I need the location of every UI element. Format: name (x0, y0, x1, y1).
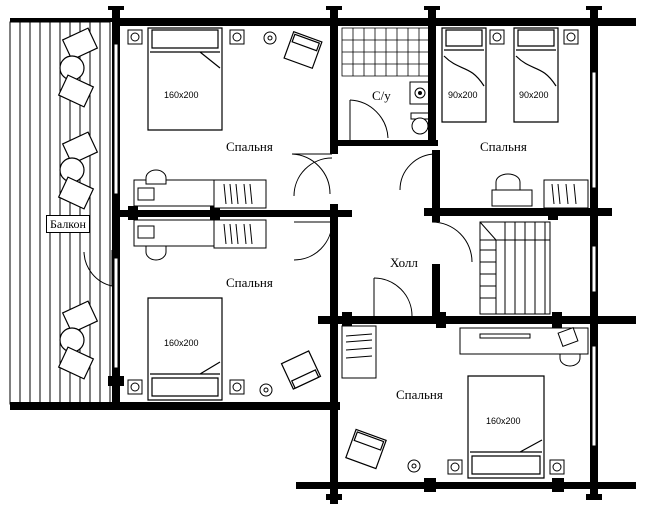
nightstand (128, 380, 244, 394)
bathroom-shower-tiles (342, 28, 432, 76)
armchair (346, 429, 386, 468)
nightstand (128, 30, 244, 44)
room-label-bedroom-top-left: Спальня (226, 139, 273, 154)
balcony-chair (59, 28, 98, 107)
desk-bottom-right (460, 328, 588, 366)
balcony-chair (59, 301, 98, 379)
toilet (411, 113, 429, 135)
single-bed-1 (442, 28, 486, 122)
bed-size-label: 90х200 (448, 90, 478, 100)
staircase (480, 222, 550, 314)
room-label-bedroom-bottom-right: Спальня (396, 387, 443, 402)
wardrobe (214, 220, 266, 248)
armchair (281, 351, 320, 389)
bed-bottom-right (468, 376, 544, 478)
room-label-bathroom: С/у (372, 88, 391, 103)
room-label-balcony: Балкон (46, 215, 90, 233)
desk-top-right (492, 174, 532, 206)
bed-size-label: 90х200 (519, 90, 549, 100)
bed-top-left (148, 28, 222, 130)
armchair (284, 32, 322, 69)
bed-size-label: 160х200 (486, 416, 521, 426)
nightstand (448, 460, 564, 474)
nightstand (490, 30, 578, 44)
doors (84, 100, 472, 316)
wardrobe (544, 180, 588, 208)
desk-top-left (134, 170, 214, 206)
bed-size-label: 160х200 (164, 90, 199, 100)
wardrobe (342, 326, 376, 378)
bed-size-label: 160х200 (164, 338, 199, 348)
desk-middle-left (134, 220, 214, 260)
plant-icon (408, 460, 420, 472)
wardrobe (214, 180, 266, 208)
plant-icon (260, 384, 272, 396)
balcony-chair (59, 132, 98, 209)
sink (410, 82, 430, 104)
single-bed-2 (514, 28, 558, 122)
bed-middle-left (148, 298, 222, 400)
plant-icon (264, 32, 276, 44)
windows (114, 44, 596, 446)
room-label-bedroom-middle-left: Спальня (226, 275, 273, 290)
room-label-bedroom-top-right: Спальня (480, 139, 527, 154)
balcony-deck (10, 22, 110, 404)
room-label-hall: Холл (390, 255, 418, 270)
